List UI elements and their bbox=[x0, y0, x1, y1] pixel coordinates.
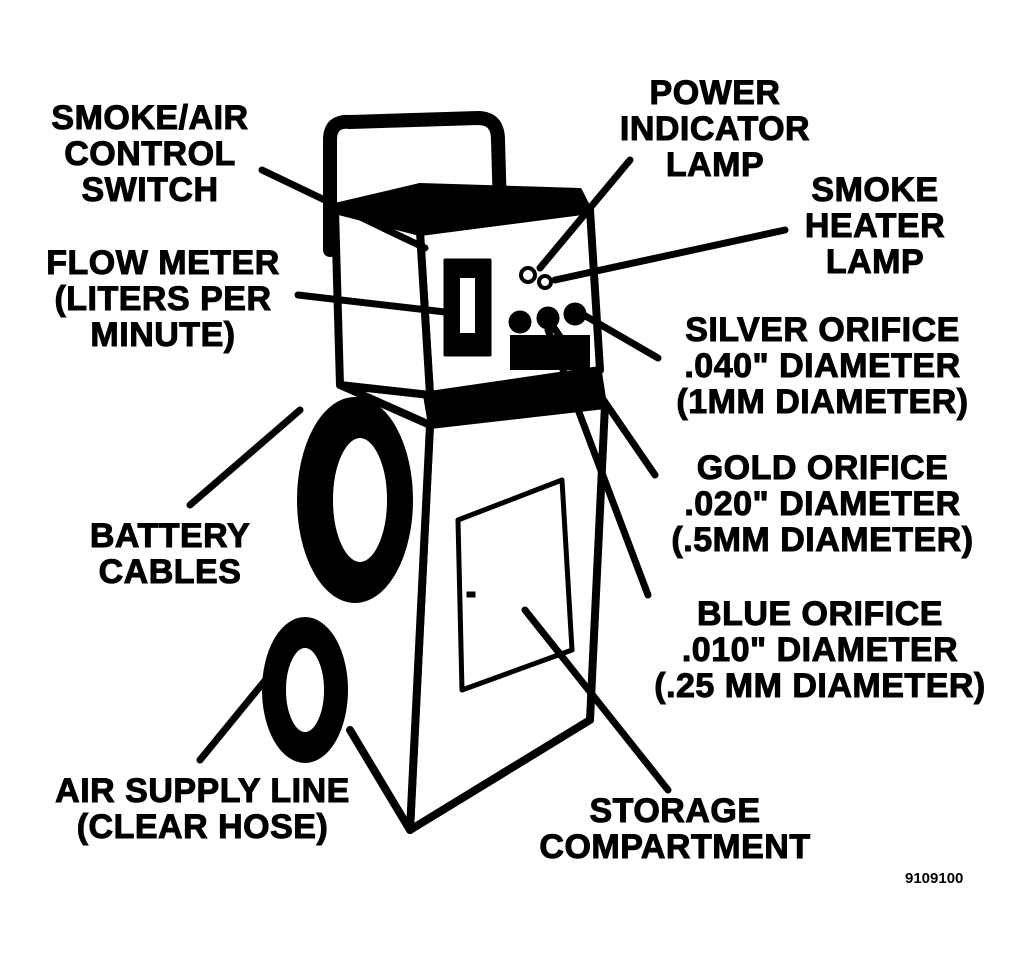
cart-body bbox=[406, 401, 609, 834]
label-gold-orifice: GOLD ORIFICE.020" DIAMETER(.5MM DIAMETER… bbox=[671, 449, 974, 559]
cart-handle bbox=[323, 111, 507, 257]
figure-reference: 9109100 bbox=[905, 870, 964, 887]
label-blue-orifice: BLUE ORIFICE.010" DIAMETER(.25 MM DIAMET… bbox=[654, 595, 986, 705]
label-silver-orifice: SILVER ORIFICE.040" DIAMETER(1MM DIAMETE… bbox=[676, 311, 969, 421]
lamp-heater bbox=[537, 274, 553, 290]
orifice-silver bbox=[508, 310, 532, 334]
storage-door bbox=[455, 477, 575, 693]
lamp-power bbox=[519, 266, 537, 284]
label-air-supply-line: AIR SUPPLY LINE(CLEAR HOSE) bbox=[55, 772, 350, 846]
